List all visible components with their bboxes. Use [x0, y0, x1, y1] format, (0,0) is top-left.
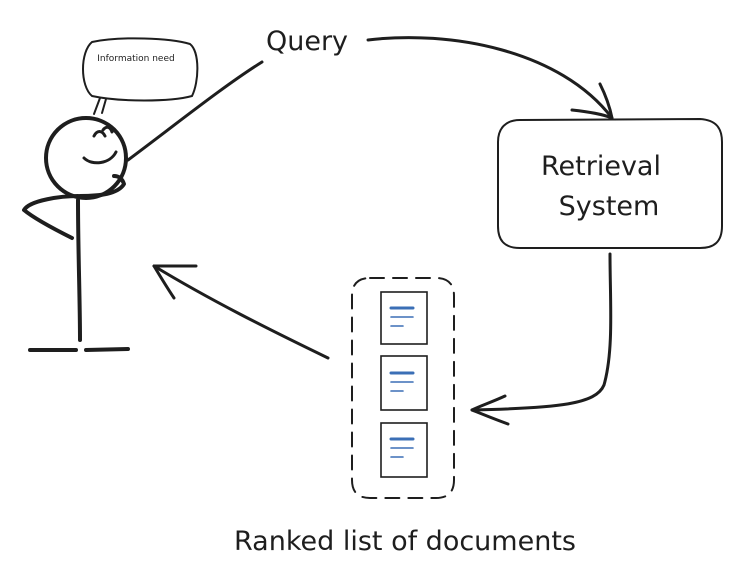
document-1: [380, 291, 428, 345]
arrow-head: [470, 394, 510, 426]
person-head: [44, 116, 128, 200]
foot-right: [84, 347, 130, 352]
return-arrow: [152, 264, 330, 360]
person-arm-chin: [78, 174, 126, 198]
document-2: [380, 355, 428, 411]
ranked-list-container: [351, 277, 455, 499]
results-label: Ranked list of documents: [234, 526, 576, 557]
document-icon: [389, 437, 415, 458]
query-arrow: Query: [126, 26, 614, 162]
person-figure: [22, 116, 130, 352]
document-3: [380, 422, 428, 478]
eye-left: [92, 130, 107, 138]
mouth: [82, 150, 118, 165]
speech-bubble: Information need: [82, 37, 199, 115]
speech-bubble-text: Information need: [97, 54, 174, 64]
person-body: [76, 198, 82, 342]
document-icon: [389, 371, 415, 392]
arrow-head: [570, 82, 614, 120]
system-label-line2: System: [559, 191, 660, 222]
query-label: Query: [266, 26, 348, 57]
person-arm-hip: [22, 194, 80, 240]
arrow-head: [152, 264, 198, 300]
system-label-line1: Retrieval: [541, 151, 661, 182]
eye-right: [101, 125, 114, 134]
retrieval-system-box: Retrieval System: [497, 118, 723, 249]
results-arrow: [470, 252, 613, 426]
document-icon: [389, 306, 415, 327]
